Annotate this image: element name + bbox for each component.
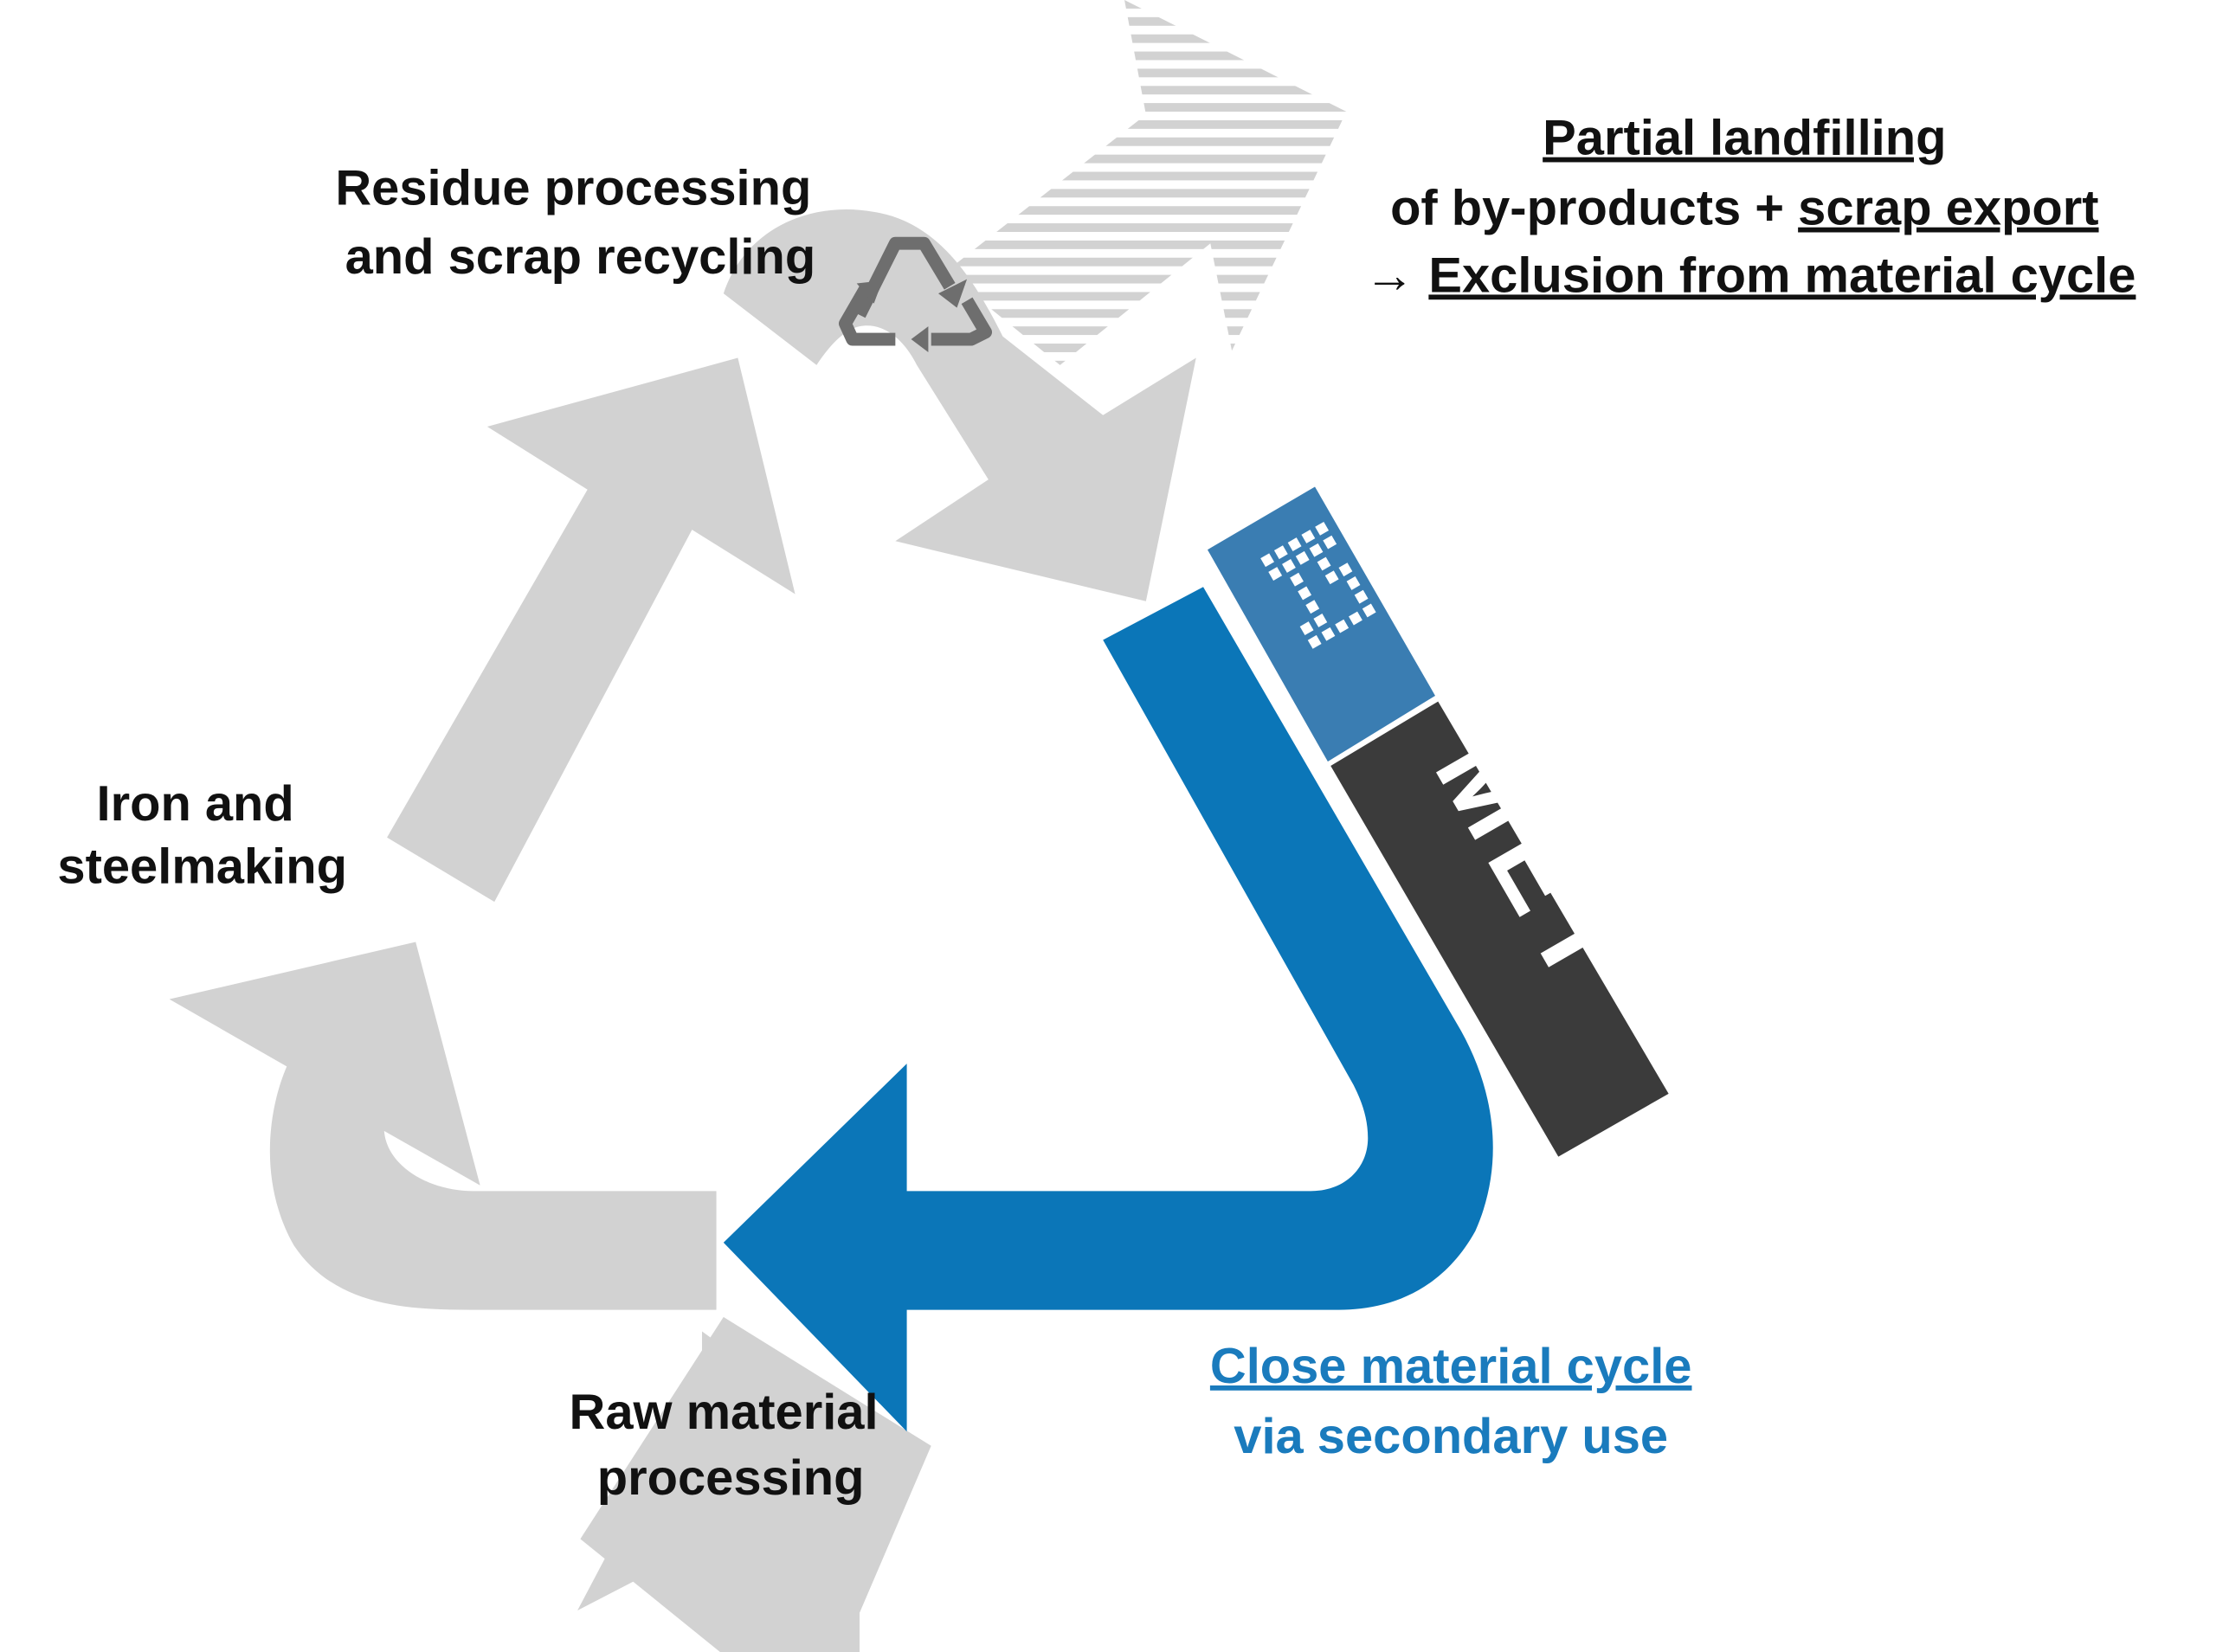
met-logo-dot-glyph (1260, 521, 1376, 649)
recycle-icon (839, 236, 993, 352)
exit-note: Partial landfilling of by-products + scr… (1364, 111, 2135, 304)
close-note-line2: via secondary use (1234, 1409, 1668, 1464)
stage-label-iron: Iron and steelmaking (57, 776, 347, 895)
met-logo-dark-panel (1330, 701, 1669, 1157)
exit-note-line3: → Exclusion from material cycle (1364, 247, 2135, 303)
exit-note-line2: of by-products + scrap export (1390, 181, 2098, 236)
gray-arrow-top-right (723, 209, 1196, 601)
exit-arrow-hatched (945, 0, 1347, 365)
stage-label-residue: Residue processing and scrap recycling (335, 161, 825, 285)
exit-note-line1: Partial landfilling (1543, 111, 1946, 166)
gray-arrow-bottom-up-head (580, 1316, 931, 1652)
blue-return-arrow (723, 587, 1493, 1432)
close-note-line1: Close material cycle (1210, 1339, 1692, 1394)
gray-arrow-left-up (387, 357, 796, 903)
stage-label-raw: Raw material processing (570, 1385, 892, 1506)
close-cycle-note: Close material cycle via secondary use (1210, 1339, 1692, 1464)
gray-arrow-bottom-left (169, 942, 717, 1310)
